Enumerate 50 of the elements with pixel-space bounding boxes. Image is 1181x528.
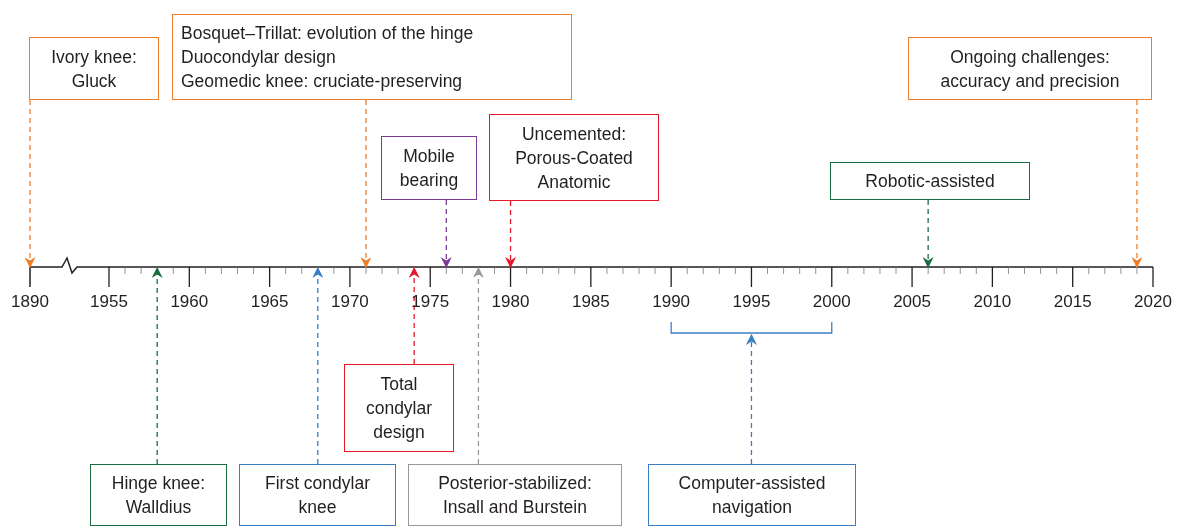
event-box	[830, 162, 1030, 200]
year-label: 1955	[89, 292, 129, 312]
event-box	[172, 14, 572, 100]
event-text: Computer-assisted navigation	[677, 472, 827, 519]
arrow	[360, 99, 372, 269]
year-label: 1965	[249, 292, 290, 312]
event-text: Robotic-assisted	[865, 170, 995, 193]
year-label: 2005	[892, 292, 932, 312]
year-label: 1985	[570, 292, 611, 312]
event-box	[408, 464, 622, 526]
event-text: Uncemented: Porous-Coated Anatomic	[514, 122, 634, 194]
event-text: Hinge knee: Walldius	[110, 472, 207, 519]
event-box	[648, 464, 856, 526]
event-text: First condylar knee	[264, 472, 371, 519]
arrow	[505, 200, 517, 269]
arrow	[312, 266, 324, 465]
event-box	[90, 464, 227, 526]
arrow	[151, 266, 163, 465]
arrow	[1131, 99, 1143, 269]
arrow	[24, 99, 36, 269]
event-text: Ongoing challenges: accuracy and precision	[939, 45, 1121, 93]
year-label: 2015	[1052, 292, 1093, 312]
event-box	[344, 364, 454, 452]
event-box	[908, 37, 1152, 100]
year-label: 1995	[731, 292, 772, 312]
arrow	[408, 266, 420, 365]
arrow	[922, 199, 934, 269]
arrow	[472, 266, 484, 465]
event-box	[381, 136, 477, 200]
event-text: Geomedic knee: cruciate-preserving	[181, 70, 463, 93]
event-box	[489, 114, 659, 201]
year-label: 1975	[410, 292, 451, 312]
year-label: 2010	[972, 292, 1013, 312]
year-label: 1890	[10, 292, 50, 312]
event-box	[29, 37, 159, 100]
event-text: Mobile bearing	[398, 145, 460, 192]
year-label: 1960	[169, 292, 210, 312]
year-label: 1980	[490, 292, 531, 312]
event-text: Posterior-stabilized: Insall and Burstein	[437, 472, 593, 519]
year-label: 2020	[1133, 292, 1173, 312]
arrow	[745, 333, 757, 465]
event-text: Bosquet–Trillat: evolution of the hinge	[181, 22, 474, 45]
year-label: 1970	[330, 292, 370, 312]
arrow	[440, 199, 452, 269]
year-label: 1990	[651, 292, 692, 312]
event-text: Total condylar design	[364, 373, 434, 444]
event-text: Duocondylar design	[181, 46, 336, 69]
event-box	[239, 464, 396, 526]
event-text: Ivory knee: Gluck	[50, 45, 138, 93]
year-label: 2000	[811, 292, 852, 312]
